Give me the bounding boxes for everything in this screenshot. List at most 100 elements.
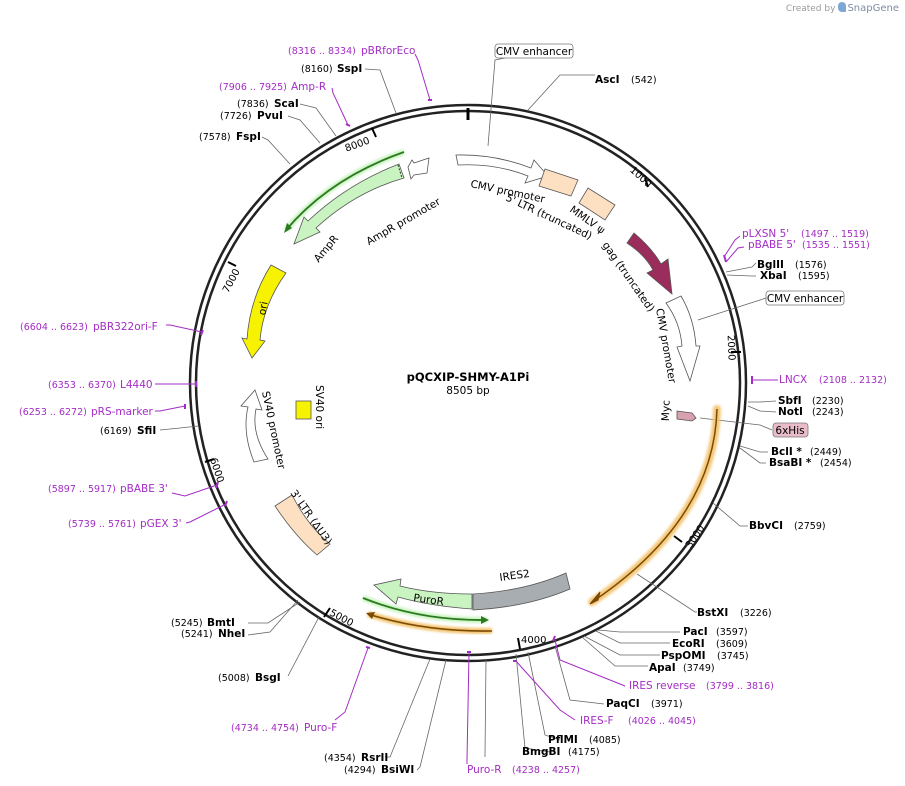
primer-pos-ires-reverse: (3799 .. 3816) bbox=[706, 681, 774, 692]
site-pos-bstxi: (3226) bbox=[740, 608, 772, 619]
primer-name-lncx: LNCX bbox=[779, 374, 807, 386]
sv40-promoter-arrow bbox=[240, 389, 269, 463]
primer-pos-amp-r: (7906 .. 7925) bbox=[219, 82, 287, 93]
primer-name-pbr322ori-f: pBR322ori-F bbox=[93, 321, 158, 333]
site-name-pflmi: PflMI bbox=[548, 734, 578, 746]
site-name-fspi: FspI bbox=[236, 131, 261, 143]
site-name-rsrii: RsrII bbox=[361, 752, 388, 764]
cmv-enhancer-1-box bbox=[494, 43, 574, 59]
ltr5-box bbox=[538, 168, 579, 197]
primer-pos-puro-r: (4238 .. 4257) bbox=[512, 765, 580, 776]
site-labels: AscI (542) BglII (1576) XbaI (1595) SbfI… bbox=[100, 63, 852, 776]
ires2-box bbox=[472, 572, 571, 611]
site-name-asci: AscI bbox=[595, 74, 620, 86]
primer-pos-prs-marker: (6253 .. 6272) bbox=[19, 407, 87, 418]
his-tag-box bbox=[772, 422, 809, 438]
site-pos-paqci: (3971) bbox=[651, 699, 683, 710]
credit-prefix: Created by bbox=[785, 4, 836, 14]
site-name-bsgi: BsgI bbox=[255, 672, 281, 684]
site-name-bglii: BglII bbox=[757, 259, 784, 271]
site-pos-bmti: (5245) bbox=[171, 618, 203, 629]
mmlv-box bbox=[578, 187, 616, 221]
site-pos-bglii: (1576) bbox=[795, 260, 827, 271]
site-pos-asci: (542) bbox=[631, 75, 657, 86]
site-pos-apai: (3749) bbox=[683, 663, 715, 674]
site-name-pvui: PvuI bbox=[257, 110, 283, 122]
puror-arrow bbox=[373, 578, 473, 610]
site-pos-noti: (2243) bbox=[812, 407, 844, 418]
site-name-sbfi: SbfI bbox=[778, 395, 802, 407]
primer-pos-pbabe3: (5897 .. 5917) bbox=[48, 484, 116, 495]
site-leaders bbox=[159, 57, 777, 771]
cmv-enhancer-2-box bbox=[765, 290, 845, 306]
site-name-paci: PacI bbox=[683, 626, 708, 638]
site-name-noti: NotI bbox=[778, 406, 803, 418]
primer-pos-lncx: (2108 .. 2132) bbox=[819, 375, 887, 386]
site-name-sfii: SfiI bbox=[137, 425, 156, 437]
site-name-paqci: PaqCI bbox=[606, 698, 640, 710]
site-name-ecori: EcoRI bbox=[672, 638, 705, 650]
cmv-promoter-1-arrow bbox=[455, 154, 549, 184]
primer-name-pbrforeco: pBRforEco bbox=[361, 45, 415, 57]
site-pos-bsgi: (5008) bbox=[218, 673, 250, 684]
site-pos-sspi: (8160) bbox=[301, 64, 333, 75]
site-pos-pflmi: (4085) bbox=[589, 735, 621, 746]
ampr-promoter-arrow bbox=[407, 157, 430, 180]
snapgene-credit: Created by SnapGene bbox=[786, 2, 899, 14]
primer-name-puro-f: Puro-F bbox=[304, 722, 337, 734]
ampr-arrow bbox=[293, 163, 405, 245]
ampr-label: AmpR bbox=[312, 233, 341, 265]
tick-1000: 1000 bbox=[627, 165, 653, 190]
site-name-bstxi: BstXI bbox=[697, 607, 728, 619]
plasmid-length: 8505 bp bbox=[446, 385, 490, 397]
site-name-sspi: SspI bbox=[337, 63, 362, 75]
primer-pos-ires-f: (4026 .. 4045) bbox=[628, 716, 696, 727]
cmv-enhancer-2-label: CMV enhancer bbox=[767, 293, 844, 305]
site-name-scai: ScaI bbox=[274, 98, 299, 110]
primer-leaders bbox=[155, 53, 778, 764]
gag-arrow bbox=[626, 232, 673, 295]
site-pos-bsabi: (2454) bbox=[820, 458, 852, 469]
site-name-bmgbi: BmgBI bbox=[522, 746, 560, 758]
primer-name-l4440: L4440 bbox=[120, 379, 153, 391]
site-name-xbai: XbaI bbox=[760, 270, 787, 282]
site-pos-xbai: (1595) bbox=[798, 271, 830, 282]
ori-arrow bbox=[241, 264, 287, 359]
site-pos-sfii: (6169) bbox=[100, 426, 132, 437]
primer-pos-pbabe5: (1535 .. 1551) bbox=[802, 240, 870, 251]
feature-arrows bbox=[240, 149, 721, 635]
myc-box bbox=[676, 410, 697, 422]
site-pos-pspomi: (3745) bbox=[717, 651, 749, 662]
tick-2000: 2000 bbox=[725, 335, 737, 361]
cmv-promoter-2-label: CMV promoter bbox=[653, 307, 678, 384]
site-pos-ecori: (3609) bbox=[716, 639, 748, 650]
primer-name-amp-r: Amp-R bbox=[291, 81, 326, 93]
primer-pos-l4440: (6353 .. 6370) bbox=[48, 380, 116, 391]
site-pos-sbfi: (2230) bbox=[812, 396, 844, 407]
primer-name-ires-reverse: IRES reverse bbox=[629, 680, 696, 692]
site-pos-bsiwi: (4294) bbox=[344, 765, 376, 776]
site-name-pspomi: PspOMI bbox=[661, 650, 706, 662]
primer-name-puro-r: Puro-R bbox=[467, 764, 502, 776]
credit-brand: SnapGene bbox=[847, 3, 899, 14]
myc-label: Myc bbox=[660, 400, 673, 422]
tick-4000: 4000 bbox=[521, 635, 546, 646]
primer-name-pbabe5: pBABE 5' bbox=[748, 239, 796, 251]
site-name-apai: ApaI bbox=[649, 662, 676, 674]
site-pos-rsrii: (4354) bbox=[324, 753, 356, 764]
site-pos-fspi: (7578) bbox=[199, 132, 231, 143]
cmv-promoter-2-arrow bbox=[665, 295, 701, 383]
primer-pos-pgex3: (5739 .. 5761) bbox=[68, 519, 136, 530]
site-name-bsiwi: BsiWI bbox=[381, 764, 414, 776]
tick-7000: 7000 bbox=[221, 267, 243, 295]
puror-label: PuroR bbox=[413, 592, 445, 608]
primer-pos-puro-f: (4734 .. 4754) bbox=[231, 723, 299, 734]
site-name-bmti: BmtI bbox=[207, 617, 235, 629]
ori-label: ori bbox=[256, 301, 270, 317]
site-pos-paci: (3597) bbox=[716, 627, 748, 638]
site-name-nhei: NheI bbox=[218, 628, 245, 640]
site-pos-bcli: (2449) bbox=[810, 447, 842, 458]
site-pos-scai: (7836) bbox=[237, 99, 269, 110]
ltr3-box bbox=[274, 494, 331, 556]
